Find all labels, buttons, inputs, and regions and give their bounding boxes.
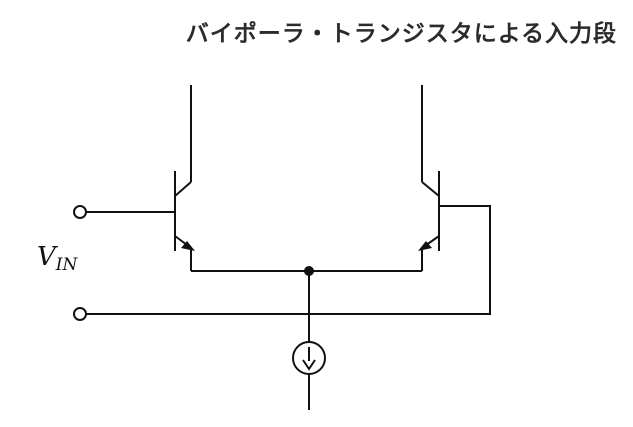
input-wiring bbox=[86, 205, 491, 315]
input-terminal-plus bbox=[73, 205, 87, 219]
vin-label-main: V bbox=[37, 242, 56, 272]
right-collector-diag bbox=[421, 181, 440, 197]
vin-label: VIN bbox=[37, 242, 77, 274]
emitter-junction-dot bbox=[304, 266, 314, 276]
left-collector-diag bbox=[174, 181, 192, 197]
right-emitter-arrow bbox=[418, 241, 432, 251]
input-terminal-minus bbox=[73, 307, 87, 321]
right-base-feedback-wire bbox=[86, 205, 491, 315]
current-source-arrowhead bbox=[302, 359, 316, 371]
emitter-tail bbox=[191, 270, 422, 410]
vin-label-subscript: IN bbox=[55, 255, 78, 275]
diagram-title: バイポーラ・トランジスタによる入力段 bbox=[185, 21, 617, 47]
left-emitter-arrow bbox=[181, 241, 195, 251]
